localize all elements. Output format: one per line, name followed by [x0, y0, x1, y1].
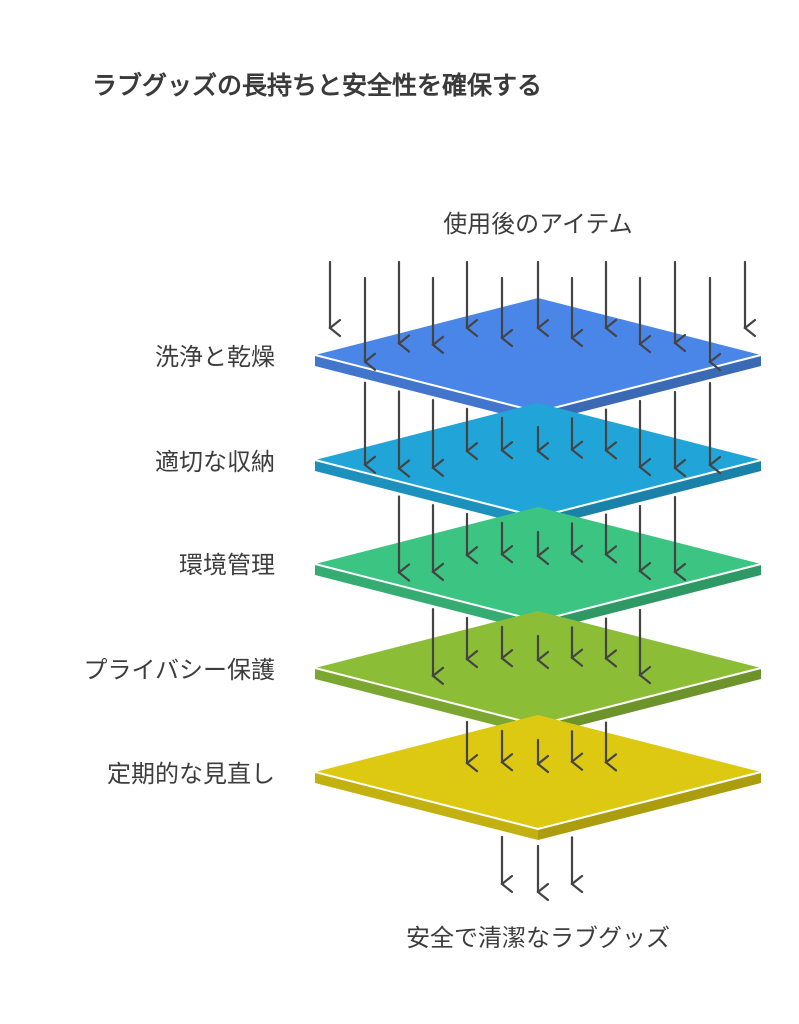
- layer-3-top: [315, 611, 761, 725]
- layer-label-4: 定期的な見直し: [107, 760, 275, 788]
- layer-4-left-side: [315, 772, 538, 840]
- layer-4-edge: [314, 771, 762, 831]
- layer-3-left-side: [315, 668, 538, 736]
- layer-3-right-side: [538, 668, 761, 736]
- input-label: 使用後のアイテム: [443, 210, 633, 238]
- layer-label-3: プライバシー保護: [83, 656, 275, 684]
- layer-4-right-side: [538, 772, 761, 840]
- layer-1-top: [315, 403, 761, 517]
- layer-1-left-side: [315, 460, 538, 528]
- layer-1-right-side: [538, 460, 761, 528]
- page-title: ラブグッズの長持ちと安全性を確保する: [92, 71, 543, 100]
- layer-label-2: 環境管理: [179, 551, 275, 579]
- output-label: 安全で清潔なラブグッズ: [406, 924, 670, 952]
- layer-4-top: [315, 715, 761, 829]
- layer-4: [314, 715, 762, 840]
- layer-0-right-side: [538, 355, 761, 423]
- layer-2-right-side: [538, 564, 761, 632]
- layer-2-left-side: [315, 564, 538, 632]
- layer-label-0: 洗浄と乾燥: [155, 343, 275, 371]
- layer-0-left-side: [315, 355, 538, 423]
- labels-group: 使用後のアイテム 洗浄と乾燥 適切な収納 環境管理 プライバシー保護 定期的な見…: [83, 210, 670, 952]
- layer-2-top: [315, 507, 761, 621]
- arrows-group: [328, 260, 757, 902]
- layer-label-1: 適切な収納: [155, 448, 275, 476]
- layer-0: [314, 298, 762, 423]
- layers-group: [314, 298, 762, 840]
